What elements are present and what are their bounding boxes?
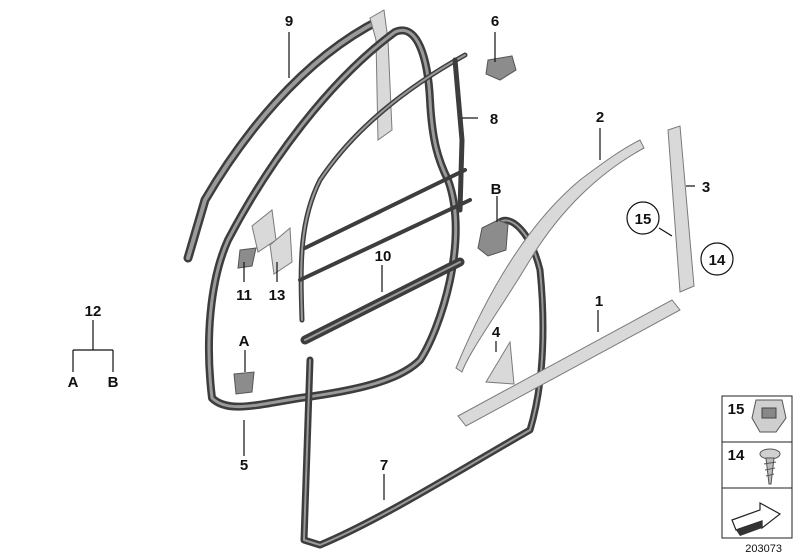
callout-15-text: 15 [635, 211, 652, 228]
label-2: 2 [596, 109, 604, 126]
clip-nut-icon [751, 399, 787, 433]
orientation-arrow-icon [731, 501, 782, 536]
label-5: 5 [240, 457, 248, 474]
part-b-clip [477, 219, 509, 257]
part-a-clip [233, 371, 255, 395]
label-3: 3 [702, 179, 710, 196]
label-a-upper: A [239, 333, 250, 350]
callout-14-text: 14 [709, 252, 726, 269]
figure-number: 203073 [745, 543, 782, 555]
screw-icon [759, 448, 781, 485]
label-6: 6 [491, 13, 499, 30]
label-8: 8 [490, 111, 498, 128]
callout-15: 15 [626, 201, 660, 235]
label-b-upper: B [491, 181, 502, 198]
part-labels: 9 6 8 2 3 B 10 11 13 1 4 A 12 A B 5 7 [68, 13, 711, 474]
label-4: 4 [492, 324, 501, 341]
legend-label-15: 15 [728, 401, 745, 418]
label-1: 1 [595, 293, 603, 310]
legend-cell-14 [721, 441, 793, 489]
part-5-door-opening-seal [204, 26, 460, 411]
part-2-curved-trim [455, 139, 645, 373]
part-6-corner-piece [485, 55, 517, 81]
part-1-sill-trim [457, 299, 681, 427]
part-13-bracket [269, 226, 293, 275]
label-a-left: A [68, 374, 79, 391]
callout-14: 14 [700, 242, 734, 276]
label-9: 9 [285, 13, 293, 30]
label-12: 12 [85, 303, 102, 320]
label-7: 7 [380, 457, 388, 474]
label-13: 13 [269, 287, 286, 304]
part-4-triangle-trim [485, 340, 515, 385]
part-10-belt-strip [300, 257, 465, 345]
label-10: 10 [375, 248, 392, 265]
part-8-window-channel [298, 52, 472, 323]
label-11: 11 [236, 287, 252, 304]
legend-label-14: 14 [728, 447, 745, 464]
label-b-left: B [108, 374, 119, 391]
fastener-legend: 15 14 [721, 395, 793, 539]
leader-lines [72, 32, 695, 500]
part-11-bracket [237, 209, 277, 269]
part-3-pillar-trim [667, 125, 695, 293]
